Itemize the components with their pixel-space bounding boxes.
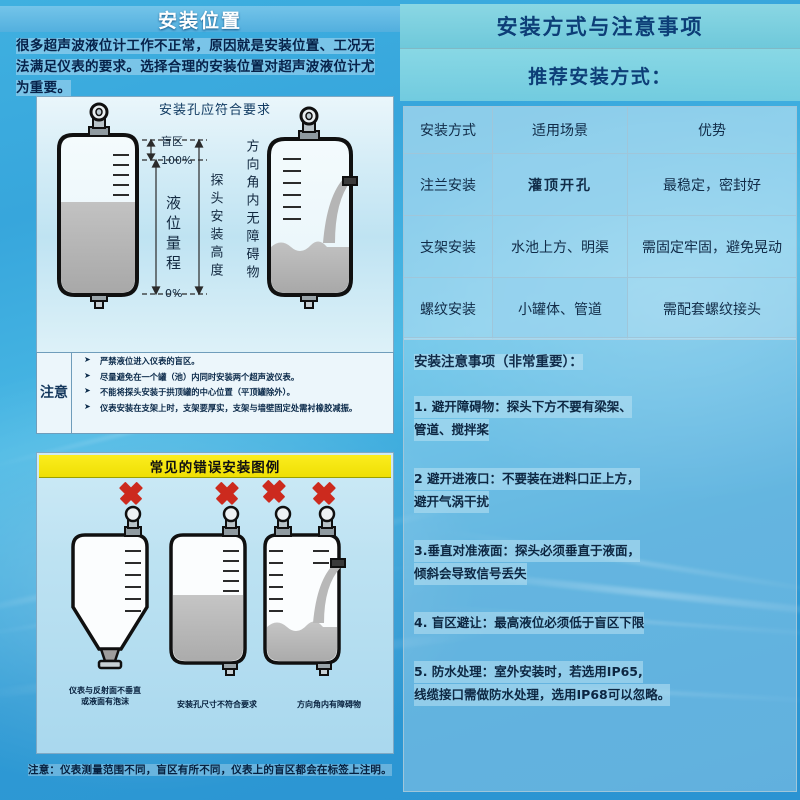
bottom-note: 注意：仪表测量范围不同，盲区有所不同，仪表上的盲区都会在标签上注明。 — [28, 762, 398, 777]
cell-scene: 小罐体、管道 — [492, 277, 628, 340]
label-probe-height: 探头安装高度 — [208, 173, 224, 281]
list-item: 尽量避免在一个罐（池）内同时安装两个超声波仪表。 — [78, 371, 389, 382]
note-2-line1: 2 避开进液口：不要装在进料口正上方， — [414, 468, 640, 490]
note-5-line2: 线缆接口需做防水处理，选用IP68可以忽略。 — [414, 684, 671, 706]
install-notes-panel: 安装注意事项（非常重要）： 1. 避开障碍物：探头下方不要有梁架、 管道、搅拌桨… — [403, 337, 797, 792]
sensor-left — [88, 102, 110, 137]
label-0-percent: 0% — [165, 287, 182, 300]
cell-method: 螺纹安装 — [403, 277, 493, 340]
label-blind-zone: 盲区 — [161, 134, 183, 148]
error-caption-2: 安装孔尺寸不符合要求 — [177, 700, 257, 709]
right-subtitle-banner: 推荐安装方式： — [400, 49, 800, 101]
install-method-table: 安装方式 适用场景 优势 注兰安装 灌顶开孔 最稳定，密封好 支架安装 水池上方… — [403, 106, 797, 340]
error-caption-1-line2: 或液面有泡沫 — [81, 697, 129, 706]
valve-left — [90, 294, 108, 309]
intro-text: 很多超声波液位计工作不正常，原因就是安装位置、工况无法满足仪表的要求。选择合理的… — [16, 38, 375, 96]
note-3-line1: 3.垂直对准液面：探头必须垂直于液面， — [414, 540, 640, 562]
table-row: 支架安装 水池上方、明渠 需固定牢固，避免晃动 — [403, 215, 797, 278]
table-header-row: 安装方式 适用场景 优势 — [403, 106, 797, 154]
error-banner-title: 常见的错误安装图例 — [149, 460, 281, 476]
list-item: 仪表安装在支架上时，支架要厚实，支架与墙壁固定处需衬橡胶减振。 — [78, 402, 389, 413]
install-note-1: 1. 避开障碍物：探头下方不要有梁架、 管道、搅拌桨 — [414, 396, 786, 441]
note-1-line2: 管道、搅拌桨 — [414, 419, 490, 441]
table-header-merit: 优势 — [627, 106, 797, 154]
cell-method: 注兰安装 — [403, 153, 493, 216]
table-row: 注兰安装 灌顶开孔 最稳定，密封好 — [403, 153, 797, 216]
cell-scene: 灌顶开孔 — [492, 153, 628, 216]
tank-left — [57, 102, 139, 309]
attention-note-list: 严禁液位进入仪表的盲区。 尽量避免在一个罐（池）内同时安装两个超声波仪表。 不能… — [72, 353, 393, 433]
error-banner: 常见的错误安装图例 — [39, 455, 391, 478]
dimension-lines — [142, 138, 207, 296]
right-title: 安装方式与注意事项 — [496, 15, 704, 39]
install-notes-header-text: 安装注意事项（非常重要）： — [414, 354, 583, 370]
error-caption-1-line1: 仪表与反射面不垂直 — [69, 686, 141, 695]
right-subtitle: 推荐安装方式： — [528, 65, 672, 88]
cell-merit: 需固定牢固，避免晃动 — [627, 215, 797, 278]
label-no-obstacle: 方向角内无障碍物 — [244, 138, 260, 283]
note-1-line1: 1. 避开障碍物：探头下方不要有梁架、 — [414, 396, 632, 418]
attention-note-box: 注意 严禁液位进入仪表的盲区。 尽量避免在一个罐（池）内同时安装两个超声波仪表。… — [36, 352, 394, 434]
cell-merit: 最稳定，密封好 — [627, 153, 797, 216]
left-title: 安装位置 — [157, 9, 242, 32]
error-caption-1: 仪表与反射面不垂直 或液面有泡沫 — [45, 685, 165, 707]
wrong-tank-obstruction — [263, 505, 346, 676]
wrong-tank-hole-size — [169, 505, 247, 676]
right-column: 安装方式与注意事项 推荐安装方式： 安装方式 适用场景 优势 注兰安装 灌顶开孔… — [400, 0, 800, 800]
list-item: 严禁液位进入仪表的盲区。 — [78, 355, 389, 366]
valve-right — [300, 294, 318, 309]
correct-install-panel: 安装孔应符合要求 — [36, 96, 394, 353]
red-x-icon — [119, 480, 336, 505]
left-column: 安装位置 很多超声波液位计工作不正常，原因就是安装位置、工况无法满足仪表的要求。… — [0, 0, 400, 800]
cell-scene: 水池上方、明渠 — [492, 215, 628, 278]
wrong-install-diagram — [71, 480, 346, 676]
install-note-4: 4. 盲区避让：最高液位必须低于盲区下限 — [414, 612, 786, 634]
cell-merit: 需配套螺纹接头 — [627, 277, 797, 340]
install-note-5: 5. 防水处理：室外安装时，若选用IP65, 线缆接口需做防水处理，选用IP68… — [414, 661, 786, 706]
table-header-scene: 适用场景 — [492, 106, 628, 154]
error-captions: 仪表与反射面不垂直 或液面有泡沫 安装孔尺寸不符合要求 方向角内有障碍物 — [37, 685, 393, 745]
panel-a-header: 安装孔应符合要求 — [158, 103, 271, 118]
sensor-right — [298, 106, 320, 141]
correct-install-diagram: 盲区 100% 0% 液位量程 探头安装高度 方向角内无障碍物 — [57, 102, 358, 309]
note-5-line1: 5. 防水处理：室外安装时，若选用IP65, — [414, 661, 643, 683]
attention-label: 注意 — [37, 353, 72, 433]
wrong-tank-conical — [71, 505, 149, 670]
wrong-install-panel: 常见的错误安装图例 — [36, 452, 394, 754]
note-3-line2: 倾斜会导致信号丢失 — [414, 563, 527, 585]
label-100-percent: 100% — [161, 154, 192, 167]
cell-method: 支架安装 — [403, 215, 493, 278]
list-item: 不能将探头安装于拱顶罐的中心位置（平顶罐除外）。 — [78, 386, 389, 397]
note-2-line2: 避开气涡干扰 — [414, 491, 490, 513]
tank-right — [267, 106, 358, 309]
label-level-range: 液位量程 — [164, 195, 182, 275]
bottom-note-text: 注意：仪表测量范围不同，盲区有所不同，仪表上的盲区都会在标签上注明。 — [28, 764, 392, 776]
install-notes-header: 安装注意事项（非常重要）： — [414, 350, 786, 370]
install-note-3: 3.垂直对准液面：探头必须垂直于液面， 倾斜会导致信号丢失 — [414, 540, 786, 585]
install-note-2: 2 避开进液口：不要装在进料口正上方， 避开气涡干扰 — [414, 468, 786, 513]
left-title-banner: 安装位置 — [0, 6, 400, 32]
table-header-method: 安装方式 — [403, 106, 493, 154]
intro-paragraph: 很多超声波液位计工作不正常，原因就是安装位置、工况无法满足仪表的要求。选择合理的… — [16, 36, 388, 99]
table-row: 螺纹安装 小罐体、管道 需配套螺纹接头 — [403, 277, 797, 340]
note-4-line1: 4. 盲区避让：最高液位必须低于盲区下限 — [414, 612, 645, 634]
error-caption-3: 方向角内有障碍物 — [297, 700, 361, 709]
right-title-banner: 安装方式与注意事项 — [400, 4, 800, 49]
